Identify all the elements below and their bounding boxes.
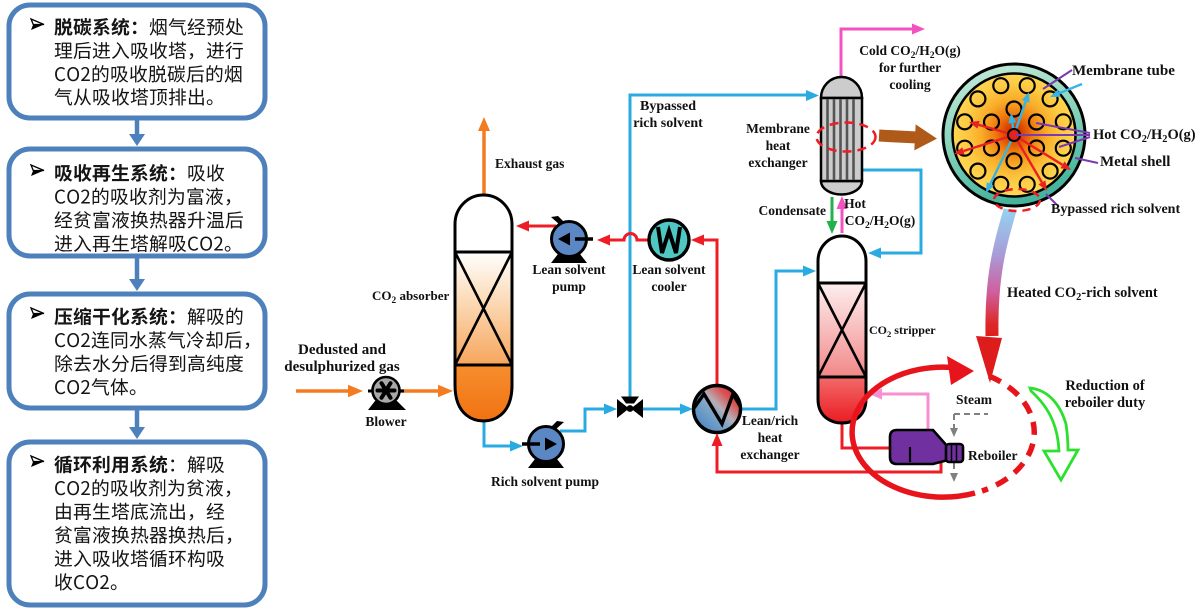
svg-text:Hot CO2/H2O(g): Hot CO2/H2O(g) (1093, 127, 1196, 145)
svg-text:Cold CO2/H2O(g): Cold CO2/H2O(g) (859, 43, 961, 61)
svg-text:rich solvent: rich solvent (633, 116, 703, 131)
svg-text:exchanger: exchanger (748, 155, 807, 170)
svg-text:heat: heat (766, 138, 791, 153)
svg-text:Lean solvent: Lean solvent (632, 262, 706, 277)
svg-text:Blower: Blower (365, 414, 406, 429)
svg-text:reboiler duty: reboiler duty (1065, 395, 1146, 411)
svg-text:pump: pump (552, 279, 586, 294)
svg-text:Reboiler: Reboiler (968, 448, 1018, 463)
svg-text:Bypassed: Bypassed (640, 99, 696, 114)
svg-text:exchanger: exchanger (740, 447, 799, 462)
svg-text:cooler: cooler (651, 279, 686, 294)
svg-text:CO2 absorber: CO2 absorber (372, 288, 449, 306)
svg-text:Reduction of: Reduction of (1065, 378, 1145, 394)
svg-text:CO2 stripper: CO2 stripper (869, 323, 936, 339)
svg-text:heat: heat (758, 430, 783, 445)
svg-text:Steam: Steam (956, 392, 993, 407)
svg-text:Dedusted and: Dedusted and (298, 342, 387, 358)
svg-text:Condensate: Condensate (758, 203, 826, 218)
svg-text:for further: for further (879, 60, 941, 75)
svg-text:Membrane: Membrane (746, 121, 810, 136)
svg-text:Hot: Hot (844, 196, 866, 211)
svg-text:Exhaust gas: Exhaust gas (495, 156, 564, 171)
svg-text:Heated CO2-rich solvent: Heated CO2-rich solvent (1007, 285, 1158, 303)
svg-text:CO2/H2O(g): CO2/H2O(g) (845, 213, 915, 231)
svg-text:Lean solvent: Lean solvent (532, 262, 606, 277)
svg-text:Membrane tube: Membrane tube (1072, 63, 1175, 79)
svg-text:Rich solvent pump: Rich solvent pump (491, 474, 599, 489)
svg-text:Metal shell: Metal shell (1100, 154, 1170, 170)
svg-text:Bypassed rich solvent: Bypassed rich solvent (1051, 202, 1180, 217)
svg-text:cooling: cooling (889, 77, 931, 92)
svg-text:desulphurized gas: desulphurized gas (284, 359, 400, 375)
svg-text:Lean/rich: Lean/rich (742, 413, 799, 428)
